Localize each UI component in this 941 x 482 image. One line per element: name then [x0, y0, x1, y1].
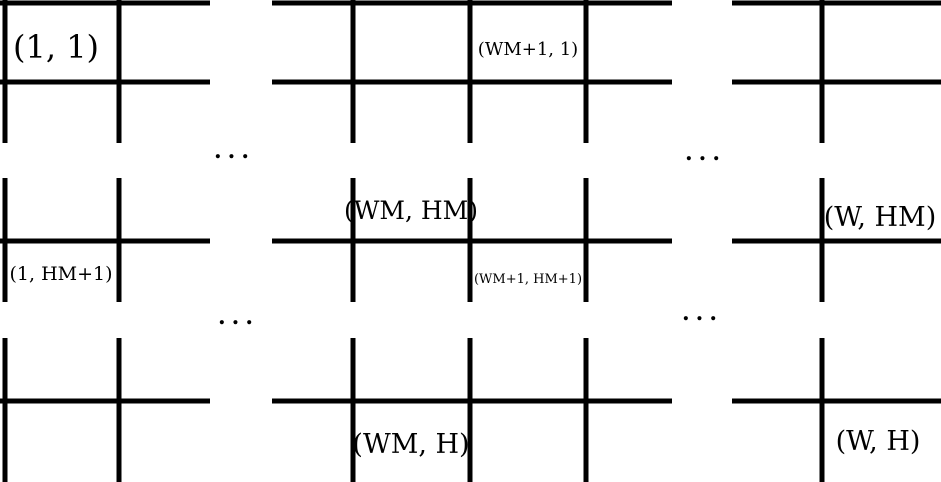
vertical-lines: [2, 0, 825, 482]
ellipsis-upper-left: ...: [214, 138, 255, 164]
coordinate-labels: (1, 1) (WM+1, 1) (WM, HM) (W, HM) (1, HM…: [9, 28, 936, 460]
label-top-left: (1, 1): [13, 28, 99, 66]
ellipses: ... ... ... ...: [214, 138, 726, 330]
label-bottom-mid: (WM, H): [352, 429, 469, 460]
label-top-mid: (WM+1, 1): [478, 39, 578, 60]
ellipsis-lower-right: ...: [682, 300, 723, 326]
label-mid-left-lower: (1, HM+1): [9, 263, 112, 285]
label-bottom-right: (W, H): [836, 426, 921, 457]
label-mid-center-lower: (WM+1, HM+1): [474, 272, 582, 287]
label-mid-right: (W, HM): [824, 202, 936, 233]
ellipsis-lower-left: ...: [218, 304, 259, 330]
label-mid-center: (WM, HM): [344, 196, 478, 225]
ellipsis-upper-right: ...: [685, 140, 726, 166]
